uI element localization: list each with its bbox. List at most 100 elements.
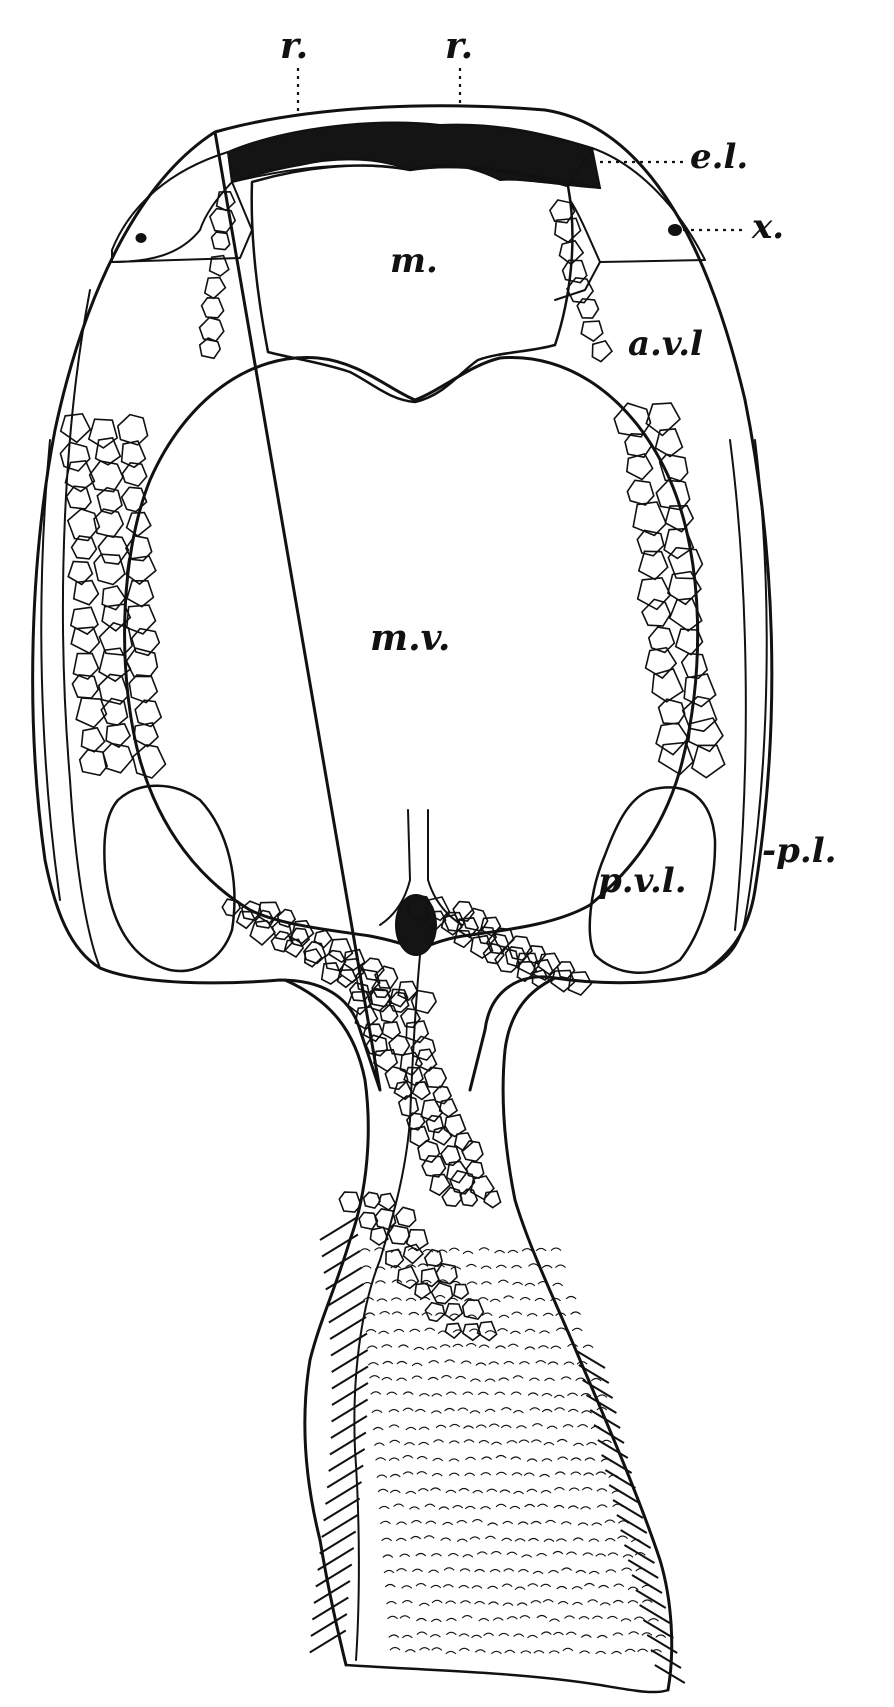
tail-scale-stipple <box>474 1649 486 1653</box>
scale-cell <box>440 1145 462 1167</box>
tail-scale-stipple <box>374 1266 386 1271</box>
tail-scale-stipple <box>376 1474 388 1479</box>
tail-scale-stipple <box>624 1648 636 1653</box>
fin-ray-right <box>650 1649 682 1669</box>
tail-scale-stipple <box>605 1569 617 1573</box>
tail-scale-stipple <box>434 1264 445 1268</box>
tail-scale-stipple <box>391 1311 403 1315</box>
tail-scale-stipple <box>497 1328 508 1332</box>
scale-cell <box>432 1085 453 1105</box>
tail-scale-stipple <box>607 1552 619 1556</box>
tail-scale-stipple <box>501 1537 513 1542</box>
tail-scale-stipple <box>388 1424 400 1428</box>
scale-cell <box>347 990 373 1016</box>
tail-scale-stipple <box>641 1584 653 1589</box>
scale-cell <box>343 948 366 972</box>
tail-scale-stipple <box>393 1503 404 1508</box>
tail-scale-stipple <box>472 1519 483 1523</box>
tail-scale-stipple <box>495 1264 507 1269</box>
tail-scale-stipple <box>530 1439 542 1443</box>
tail-scale-stipple <box>512 1375 524 1379</box>
scale-cell <box>367 989 393 1013</box>
median-ventral-groove-right <box>427 809 463 926</box>
scale-cell <box>667 546 704 580</box>
tail-scale-stipple <box>506 1551 518 1556</box>
tail-scale-stipple <box>547 1361 559 1365</box>
tail-scale-stipple <box>541 1264 553 1269</box>
scale-cell <box>655 722 690 756</box>
tail-scale-stipple <box>405 1279 417 1284</box>
tail-scale-stipple <box>582 1344 594 1349</box>
scale-cell <box>567 971 593 996</box>
scale-cell <box>425 1114 445 1134</box>
scale-cell <box>88 460 124 493</box>
scale-cell <box>444 1302 464 1322</box>
tail-scale-stipple <box>477 1297 489 1301</box>
tail-scale-stipple <box>389 1439 401 1444</box>
scale-cell <box>406 1112 426 1131</box>
tail-scale-stipple <box>500 1407 512 1411</box>
tail-scale-stipple <box>488 1601 499 1605</box>
scale-cell <box>405 1228 429 1252</box>
tail-scale-stipple <box>491 1441 502 1446</box>
tail-scale-stipple <box>468 1328 480 1333</box>
tail-scale-stipple <box>452 1343 464 1348</box>
scale-cell <box>125 555 157 586</box>
tail-scale-stipple <box>548 1650 560 1654</box>
tail-scale-stipple <box>405 1426 417 1431</box>
tail-scale-stipple <box>423 1535 435 1539</box>
tail-scale-stipple <box>418 1426 430 1431</box>
scale-cell <box>130 627 161 657</box>
fin-ray-left <box>315 1563 353 1588</box>
tail-scale-stipple <box>634 1552 646 1556</box>
tail-scale-stipple <box>595 1650 607 1655</box>
fin-ray-left <box>310 1613 348 1637</box>
scale-cell <box>399 1051 424 1077</box>
tail-scale-stipple <box>604 1538 616 1542</box>
tail-scale-stipple <box>458 1647 470 1652</box>
tail-scale-stipple <box>504 1649 516 1654</box>
tail-scale-stipple <box>524 1328 536 1333</box>
tail-scale-stipple <box>431 1473 443 1477</box>
tail-scale-stipple <box>396 1521 407 1526</box>
scale-cell <box>394 1206 417 1228</box>
tail-scale-stipple <box>445 1600 456 1605</box>
tail-scale-stipple <box>387 1615 398 1620</box>
scale-cell <box>402 1243 424 1265</box>
tail-scale-stipple <box>567 1505 579 1509</box>
tail-scale-stipple <box>390 1265 402 1269</box>
tail-scale-stipple <box>553 1394 565 1399</box>
scale-mosaic-group <box>59 190 726 1342</box>
tail-scale-stipple <box>382 1554 394 1558</box>
tail-scale-stipple <box>571 1586 583 1590</box>
tail-scale-stipple <box>375 1457 386 1461</box>
label-edge-lateral: e.l. <box>690 137 748 177</box>
tail-scale-stipple <box>492 1617 504 1621</box>
tail-scale-stipple <box>584 1582 595 1587</box>
scale-cell <box>203 276 227 300</box>
tail-scale-stipple <box>554 1471 566 1475</box>
tail-scale-stipple <box>539 1330 550 1334</box>
tail-scale-stipple <box>456 1520 468 1524</box>
tail-scale-stipple <box>469 1410 481 1414</box>
tail-scale-stipple <box>530 1520 542 1525</box>
tail-scale-stipple <box>401 1600 413 1604</box>
scale-cell <box>125 647 159 678</box>
tail-scale-stipple <box>478 1618 490 1622</box>
tail-scale-stipple <box>648 1618 659 1622</box>
tail-scale-stipple <box>529 1377 540 1382</box>
tail-scale-stipple <box>421 1312 433 1316</box>
tail-scale-stipple <box>588 1570 600 1575</box>
scale-cell <box>132 744 167 779</box>
scale-cell <box>105 722 132 749</box>
tail-scale-stipple <box>380 1520 391 1525</box>
tail-scale-stipple <box>498 1314 510 1319</box>
scale-cell <box>425 896 451 922</box>
scale-cell <box>409 1125 431 1148</box>
tail-scale-stipple <box>445 1489 457 1494</box>
tail-scale-stipple <box>389 1489 401 1494</box>
scale-cell <box>208 254 230 277</box>
tail-scale-stipple <box>566 1551 577 1556</box>
scale-cell <box>461 1299 485 1320</box>
scale-cell <box>64 459 96 493</box>
